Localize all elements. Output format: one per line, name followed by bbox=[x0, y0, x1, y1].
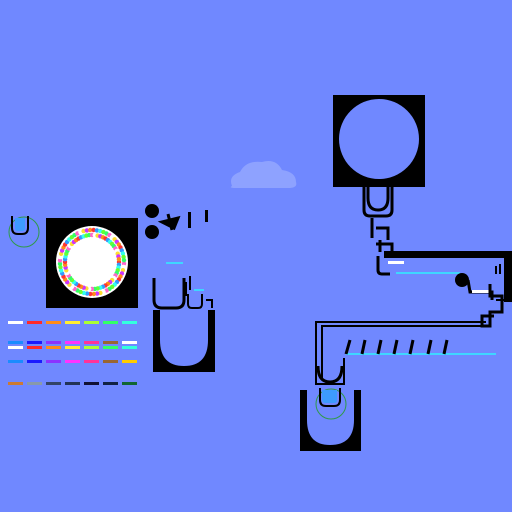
palette-swatch[interactable] bbox=[27, 346, 42, 349]
bead bbox=[58, 264, 63, 270]
palette-swatch[interactable] bbox=[103, 346, 118, 349]
palette-swatch[interactable] bbox=[103, 382, 118, 385]
palette-swatch[interactable] bbox=[103, 360, 118, 363]
bead bbox=[81, 228, 86, 234]
bead bbox=[120, 251, 126, 256]
bead bbox=[84, 291, 90, 296]
palette-swatch[interactable] bbox=[27, 321, 42, 324]
palette-swatch[interactable] bbox=[65, 360, 80, 363]
upper-channel[interactable] bbox=[384, 251, 512, 302]
bead bbox=[57, 258, 63, 263]
palette-swatch[interactable] bbox=[8, 360, 23, 363]
palette-swatch[interactable] bbox=[8, 382, 23, 385]
cup-stack[interactable] bbox=[152, 276, 213, 310]
bottom-cup-marker[interactable] bbox=[315, 388, 347, 420]
palette-swatch[interactable] bbox=[84, 341, 99, 344]
palette-swatch[interactable] bbox=[122, 382, 137, 385]
bead bbox=[91, 227, 96, 233]
palette-swatch[interactable] bbox=[84, 382, 99, 385]
bead bbox=[58, 268, 64, 273]
palette-swatch[interactable] bbox=[122, 341, 137, 344]
palette-swatch[interactable] bbox=[65, 346, 80, 349]
bead bbox=[121, 264, 126, 270]
bead bbox=[94, 291, 100, 296]
palette-swatch[interactable] bbox=[46, 346, 61, 349]
bead bbox=[121, 261, 127, 266]
right-ramp[interactable] bbox=[466, 279, 504, 328]
bead bbox=[121, 254, 126, 260]
water-line bbox=[194, 289, 204, 291]
palette-swatch[interactable] bbox=[27, 341, 42, 344]
conveyor[interactable] bbox=[315, 321, 496, 385]
bead bbox=[57, 261, 63, 266]
palette-swatch[interactable] bbox=[122, 346, 137, 349]
bead bbox=[94, 228, 100, 233]
palette-swatch[interactable] bbox=[46, 341, 61, 344]
palette-swatch[interactable] bbox=[46, 382, 61, 385]
palette-swatch[interactable] bbox=[122, 360, 137, 363]
palette-swatch[interactable] bbox=[8, 341, 23, 344]
palette-swatch[interactable] bbox=[46, 321, 61, 324]
big-bowl-right[interactable] bbox=[300, 390, 361, 451]
palette-swatch[interactable] bbox=[8, 321, 23, 324]
cloud bbox=[230, 161, 297, 188]
bead bbox=[98, 290, 103, 296]
bead bbox=[91, 291, 97, 297]
palette-swatch[interactable] bbox=[27, 360, 42, 363]
palette-swatch[interactable] bbox=[65, 341, 80, 344]
palette-swatch[interactable] bbox=[65, 321, 80, 324]
small-cup-marker[interactable] bbox=[8, 216, 40, 248]
palette-swatch[interactable] bbox=[8, 346, 23, 349]
palette-swatch[interactable] bbox=[103, 341, 118, 344]
bead-spinner-machine[interactable] bbox=[46, 218, 138, 308]
bead bbox=[88, 227, 93, 233]
big-bowl-left[interactable] bbox=[153, 310, 215, 372]
palette-swatch[interactable] bbox=[103, 321, 118, 324]
palette-swatch[interactable] bbox=[84, 346, 99, 349]
hopper-wheel[interactable] bbox=[333, 95, 425, 187]
palette-swatch[interactable] bbox=[27, 382, 42, 385]
bead bbox=[121, 258, 127, 263]
water-line bbox=[166, 262, 183, 264]
palette-swatch[interactable] bbox=[122, 321, 137, 324]
funnel[interactable] bbox=[362, 184, 394, 276]
palette-swatch[interactable] bbox=[84, 321, 99, 324]
color-palette[interactable] bbox=[8, 321, 137, 385]
palette-swatch[interactable] bbox=[84, 360, 99, 363]
bead-ring-icon bbox=[57, 227, 127, 297]
palette-swatch[interactable] bbox=[46, 360, 61, 363]
bead bbox=[84, 228, 90, 233]
marble[interactable] bbox=[455, 273, 469, 287]
bead bbox=[58, 254, 63, 260]
bead bbox=[88, 291, 93, 297]
bead bbox=[116, 257, 122, 262]
gear-tool-icon[interactable] bbox=[145, 204, 208, 239]
palette-swatch[interactable] bbox=[65, 382, 80, 385]
